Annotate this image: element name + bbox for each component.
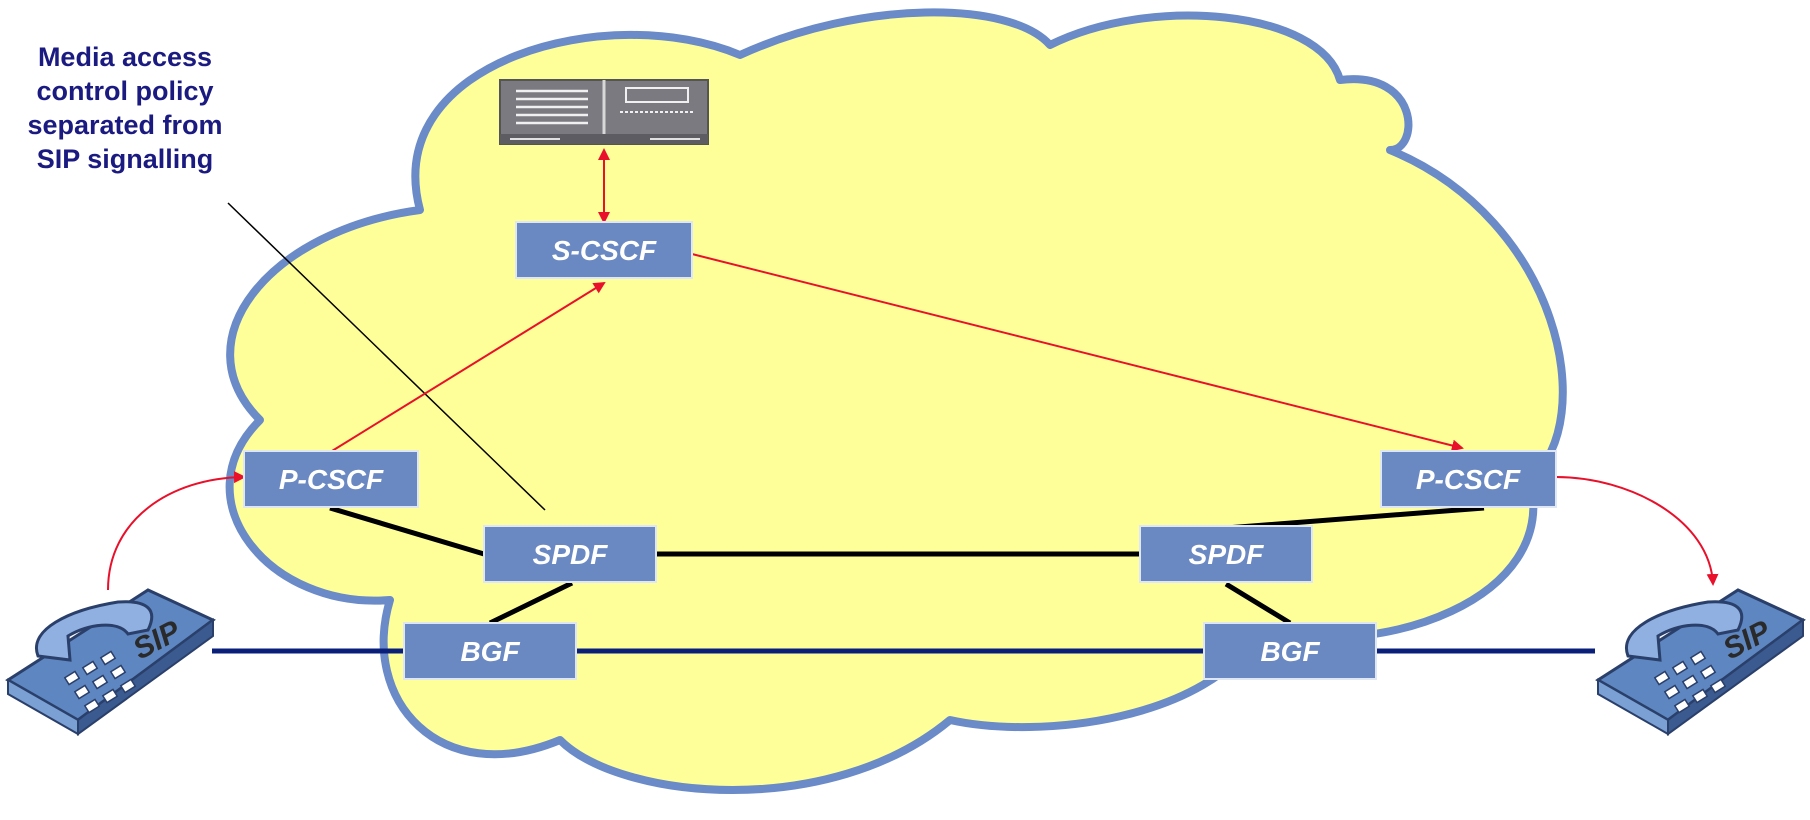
spdf-left-node: SPDF [483, 525, 657, 583]
network-cloud [225, 8, 1567, 794]
bgf-right-label: BGF [1260, 636, 1320, 667]
p-cscf-right-label: P-CSCF [1416, 464, 1521, 495]
sip-phone-right-icon: SIP [1595, 588, 1806, 736]
spdf-right-label: SPDF [1189, 539, 1265, 570]
bgf-right-node: BGF [1203, 622, 1377, 680]
annotation-line-2: control policy [36, 76, 214, 106]
annotation-line-3: separated from [27, 110, 223, 140]
annotation-line-4: SIP signalling [36, 144, 214, 174]
bgf-left-node: BGF [403, 622, 577, 680]
spdf-left-label: SPDF [533, 539, 609, 570]
sip-signalling [107, 148, 1719, 591]
p-cscf-left-node: P-CSCF [243, 450, 419, 508]
s-cscf-label: S-CSCF [552, 235, 657, 266]
p-cscf-left-label: P-CSCF [279, 464, 384, 495]
sip-phone-left-icon: SIP [5, 588, 216, 736]
annotation-pointer [227, 202, 546, 511]
s-cscf-node: S-CSCF [515, 221, 693, 279]
annotation-text: Media access control policy separated fr… [0, 40, 250, 176]
annotation-line-1: Media access [37, 42, 213, 72]
spdf-right-node: SPDF [1139, 525, 1313, 583]
bgf-left-label: BGF [460, 636, 520, 667]
p-cscf-right-node: P-CSCF [1380, 450, 1557, 508]
server-icon [499, 79, 709, 145]
control-links [329, 505, 1485, 626]
